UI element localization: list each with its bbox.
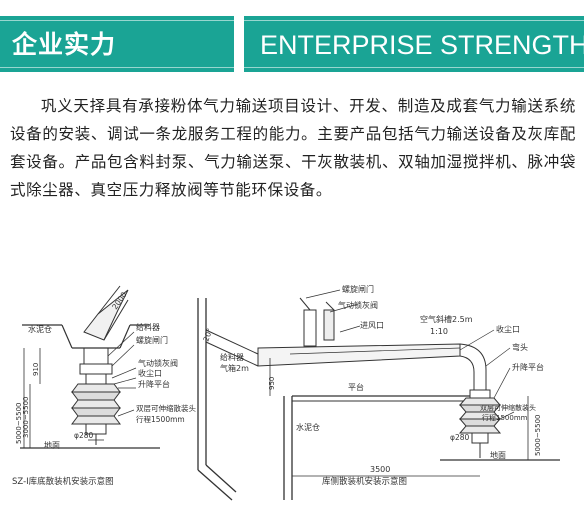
banner-right-band <box>244 16 584 72</box>
left-label-pneumatic-valve: 气动锁灰阀 <box>138 358 178 368</box>
right-label-air-chute: 空气斜槽2.5m <box>420 314 473 324</box>
left-label-lift-platform: 升降平台 <box>138 379 170 389</box>
header-banner: 企业实力 ENTERPRISE STRENGTH <box>0 0 584 86</box>
left-label-ground: 地面 <box>44 440 60 450</box>
right-label-stroke: 行程1500mm <box>482 413 528 422</box>
right-label-silo: 水泥仓 <box>296 422 320 432</box>
left-label-screw-gate: 螺旋闸门 <box>136 335 168 345</box>
right-diagram-labels: 螺旋闸门 气动锁灰阀 进风口 空气斜槽2.5m 1:10 收尘口 弯头 升降平台… <box>201 284 544 487</box>
left-label-stroke: 行程1500mm <box>136 414 185 424</box>
left-label-silo: 水泥仓 <box>28 324 52 334</box>
left-diagram-labels: 水泥仓 给料器 螺旋闸门 气动锁灰阀 收尘口 升降平台 双层可伸缩散装头 行程1… <box>12 290 196 487</box>
right-dim-3500: 3500 <box>370 465 390 474</box>
right-label-slope: 1:10 <box>430 327 448 336</box>
right-label-angle: 20° <box>201 327 214 343</box>
right-label-dust-port: 收尘口 <box>496 324 520 334</box>
right-label-pneumatic-valve: 气动锁灰阀 <box>338 300 378 310</box>
right-diagram-caption: 库侧散装机安装示意图 <box>322 476 407 487</box>
left-label-bellows: 双层可伸缩散装头 <box>136 403 196 413</box>
right-dim-950: 950 <box>268 377 276 390</box>
banner-left-band <box>0 16 234 72</box>
left-dim-3000: 3000~5500 <box>22 397 30 439</box>
right-label-screw-gate: 螺旋闸门 <box>342 284 374 294</box>
banner-title-en: ENTERPRISE STRENGTH <box>260 30 584 60</box>
right-label-platform: 平台 <box>348 382 364 392</box>
left-dim-910: 910 <box>32 363 40 376</box>
left-label-feeder: 给料器 <box>136 322 160 332</box>
left-diagram-caption: SZ-Ⅰ库底散装机安装示意图 <box>12 476 114 487</box>
right-installation-diagram <box>197 289 560 501</box>
right-label-lift-platform: 升降平台 <box>512 362 544 372</box>
intro-paragraph: 巩义天择具有承接粉体气力输送项目设计、开发、制造及成套气力输送系统设备的安装、调… <box>10 97 576 199</box>
banner-title-cn: 企业实力 <box>12 30 117 59</box>
right-label-elbow: 弯头 <box>512 342 528 352</box>
right-label-feeder: 给料器 <box>220 352 244 362</box>
right-label-bellows: 双层可伸缩散装头 <box>480 403 536 412</box>
left-label-dia: φ280 <box>74 431 93 440</box>
banner-divider <box>234 16 244 72</box>
right-label-dia: φ280 <box>450 433 469 442</box>
installation-diagram: 水泥仓 给料器 螺旋闸门 气动锁灰阀 收尘口 升降平台 双层可伸缩散装头 行程1… <box>12 284 560 501</box>
right-dim-5000: 5000~5500 <box>534 415 542 457</box>
right-label-ground: 地面 <box>490 450 506 460</box>
left-label-dust-port: 收尘口 <box>138 368 162 378</box>
right-label-air-box: 气箱2m <box>220 363 249 373</box>
left-dim-5000: 5000~5500 <box>15 403 23 445</box>
left-installation-diagram <box>20 285 160 449</box>
right-label-air-inlet: 进风口 <box>360 321 384 330</box>
